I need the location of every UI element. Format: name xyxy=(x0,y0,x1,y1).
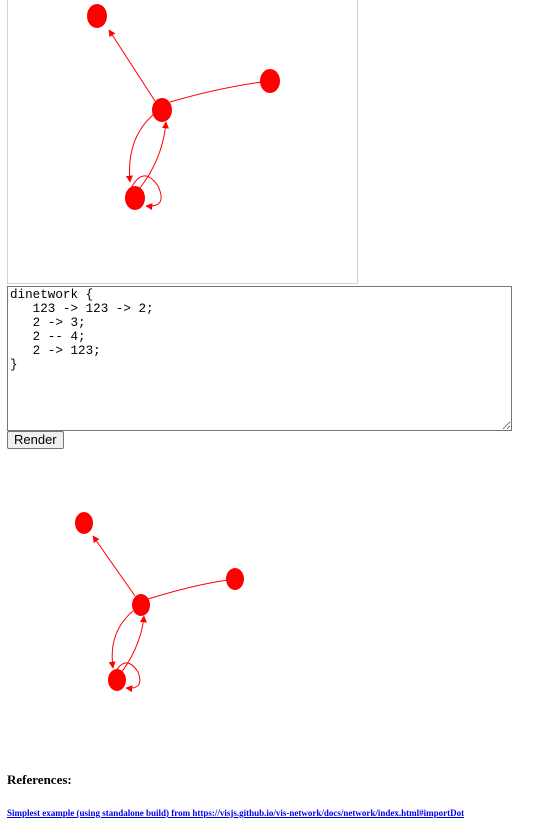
graph-node-3[interactable]: 3 xyxy=(75,512,93,534)
network-canvas-rendered[interactable]: 3 4 2 1 xyxy=(7,466,358,752)
graph-node-2[interactable]: 2 xyxy=(132,594,150,616)
graph-node-4[interactable]: 4 xyxy=(226,568,244,590)
graph-node-3[interactable]: 3 xyxy=(87,4,107,28)
reference-link-visjs-importdot[interactable]: Simplest example (using standalone build… xyxy=(7,808,465,818)
svg-text:1: 1 xyxy=(132,191,139,205)
svg-text:3: 3 xyxy=(94,9,101,23)
svg-text:4: 4 xyxy=(267,74,274,88)
edge-2-to-3 xyxy=(92,535,136,597)
network-graph-rendered[interactable]: 3 4 2 1 xyxy=(7,466,358,752)
edge-2-to-4 xyxy=(147,579,229,600)
svg-text:4: 4 xyxy=(232,572,239,586)
network-canvas-top[interactable]: 3 4 2 1 xyxy=(7,0,358,284)
svg-text:1: 1 xyxy=(114,673,121,687)
svg-text:3: 3 xyxy=(81,516,88,530)
graph-node-1[interactable]: 1 xyxy=(125,186,145,210)
edge-2-to-3 xyxy=(108,29,156,102)
edge-1-to-2 xyxy=(120,615,147,674)
render-button[interactable]: Render xyxy=(7,431,64,449)
edge-2-to-4 xyxy=(169,81,263,103)
edge-1-self-loop xyxy=(129,175,162,211)
svg-text:2: 2 xyxy=(138,598,145,612)
edge-1-to-2 xyxy=(139,121,169,189)
graph-node-2[interactable]: 2 xyxy=(152,98,172,122)
edge-2-to-1 xyxy=(108,610,134,669)
references-heading: References: xyxy=(7,772,72,787)
dot-source-textarea[interactable]: dinetwork { 123 -> 123 -> 2; 2 -> 3; 2 -… xyxy=(7,286,512,431)
network-graph-top[interactable]: 3 4 2 1 xyxy=(8,0,359,284)
edge-2-to-1 xyxy=(125,113,155,183)
graph-node-1[interactable]: 1 xyxy=(108,669,126,691)
edge-1-self-loop xyxy=(112,662,141,693)
svg-text:2: 2 xyxy=(159,103,166,117)
graph-node-4[interactable]: 4 xyxy=(260,69,280,93)
